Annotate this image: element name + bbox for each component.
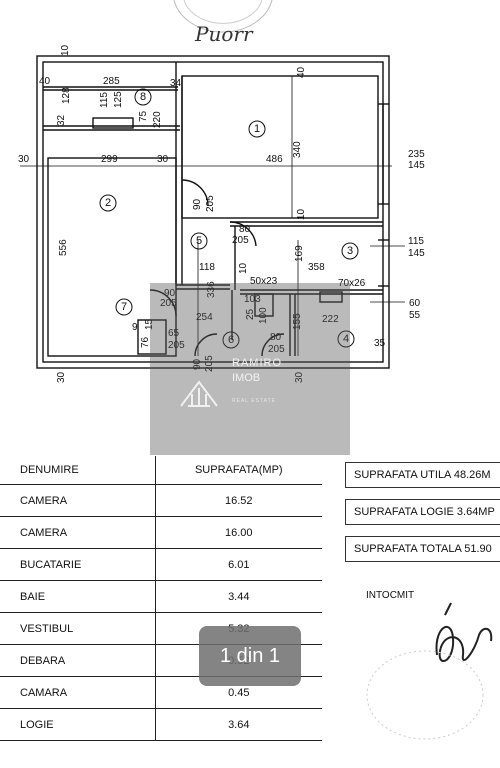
watermark-brand: RAMIRO <box>232 357 282 369</box>
dim-label: 103 <box>244 294 261 305</box>
dim-label: 40 <box>296 66 307 78</box>
dim-label: 32 <box>56 114 67 126</box>
dim-label: 155 <box>292 313 303 330</box>
dim-label: 205 <box>232 235 249 246</box>
stamp-top <box>173 0 273 33</box>
dim-label: 10 <box>60 44 71 56</box>
dim-label: 10 <box>238 262 249 274</box>
dim-label: 145 <box>408 248 425 259</box>
room-1-label: 1 <box>254 123 260 135</box>
row-name: VESTIBUL <box>0 612 156 645</box>
dim-label: 222 <box>322 314 339 325</box>
watermark-tag: REAL ESTATE <box>232 398 276 404</box>
room-8-label: 8 <box>140 91 146 103</box>
watermark-overlay <box>150 283 350 455</box>
house-logo-icon <box>180 380 218 407</box>
dim-label: 30 <box>157 154 169 165</box>
table-row: BAIE 3.44 <box>0 580 322 613</box>
room-4-label: 4 <box>343 333 349 345</box>
signature-stamp-graphic <box>366 602 493 740</box>
dim-label: 75 <box>138 110 149 122</box>
header-name: DENUMIRE <box>0 456 156 485</box>
table-row: CAMERA 16.00 <box>0 516 322 549</box>
watermark-sub: IMOB <box>232 372 261 384</box>
dim-label: 34 <box>170 78 182 89</box>
dim-label: 76 <box>140 336 151 348</box>
dim-label: 115 <box>408 236 424 247</box>
dim-label: 90 <box>192 358 203 370</box>
dim-label: 169 <box>294 245 305 262</box>
dim-label: 35 <box>374 338 386 349</box>
dim-label: 254 <box>196 312 213 323</box>
dim-label: 220 <box>152 111 163 128</box>
dim-label: 145 <box>408 160 425 171</box>
dim-label: 25 <box>245 308 256 320</box>
dim-label: 128 <box>61 87 72 104</box>
summary-logie: SUPRAFATA LOGIE 3.64MP <box>345 499 500 525</box>
dim-label: 340 <box>292 141 303 158</box>
summary-totala: SUPRAFATA TOTALA 51.90 <box>345 536 500 562</box>
dim-label: 486 <box>266 154 283 165</box>
dim-label: 10 <box>296 208 307 220</box>
row-value: 3.64 <box>154 708 322 741</box>
dim-label: 30 <box>18 154 30 165</box>
dim-label: 299 <box>101 154 118 165</box>
row-name: CAMERA <box>0 484 156 517</box>
dim-label: 556 <box>58 239 69 256</box>
row-value: 6.01 <box>154 548 322 581</box>
row-value: 16.52 <box>154 484 322 517</box>
dim-label: 55 <box>409 310 421 321</box>
row-name: BUCATARIE <box>0 548 156 581</box>
dim-label: 285 <box>103 76 120 87</box>
dim-label: 336 <box>206 281 217 298</box>
dim-label: 205 <box>168 340 185 351</box>
header-value: SUPRAFATA(MP) <box>154 456 322 485</box>
dim-label: 90 <box>164 288 176 299</box>
dim-label: 9 <box>132 322 138 333</box>
room-7-label: 7 <box>121 301 127 313</box>
area-table: DENUMIRE SUPRAFATA(MP) CAMERA 16.52 CAME… <box>0 456 322 741</box>
dim-label: 205 <box>205 195 216 212</box>
dim-label: 60 <box>409 298 421 309</box>
intocmit-label: INTOCMIT <box>366 590 415 601</box>
dim-label: 100 <box>258 307 269 324</box>
dim-label: 235 <box>408 149 425 160</box>
dim-label: 30 <box>56 371 67 383</box>
row-name: DEBARA <box>0 644 156 677</box>
row-name: BAIE <box>0 580 156 613</box>
dim-label: 80 <box>239 224 251 235</box>
dim-label: 40 <box>39 76 51 87</box>
row-name: LOGIE <box>0 708 156 741</box>
row-name: CAMERA <box>0 516 156 549</box>
dim-label: 125 <box>113 91 124 108</box>
table-row: CAMERA 16.52 <box>0 484 322 517</box>
dim-label: 80 <box>270 332 282 343</box>
table-header-row: DENUMIRE SUPRAFATA(MP) <box>0 456 322 485</box>
floor-plan: 1 2 3 4 5 6 7 8 40 285 34 10 40 128 115 … <box>18 44 425 383</box>
dim-label: 65 <box>168 328 180 339</box>
dim-label: 50x23 <box>250 276 278 287</box>
room-2-label: 2 <box>105 197 111 209</box>
dim-label: 205 <box>204 355 215 372</box>
room-5-label: 5 <box>196 235 202 247</box>
row-value: 16.00 <box>154 516 322 549</box>
dim-label: 15 <box>144 318 155 330</box>
dim-label: 30 <box>294 371 305 383</box>
dim-label: 90 <box>192 198 203 210</box>
dim-label: 205 <box>160 298 177 309</box>
summary-utila: SUPRAFATA UTILA 48.26M <box>345 462 500 488</box>
row-name: CAMARA <box>0 676 156 709</box>
dim-label: 115 <box>99 92 110 108</box>
top-signature: Puorr <box>195 22 253 46</box>
table-row: BUCATARIE 6.01 <box>0 548 322 581</box>
row-value: 3.44 <box>154 580 322 613</box>
room-6-label: 6 <box>228 334 234 346</box>
dim-label: 358 <box>308 262 325 273</box>
table-row: LOGIE 3.64 <box>0 708 322 741</box>
room-3-label: 3 <box>347 245 353 257</box>
page-indicator: 1 din 1 <box>199 626 301 686</box>
dim-label: 118 <box>199 262 215 273</box>
dim-label: 205 <box>268 344 285 355</box>
dim-label: 70x26 <box>338 278 366 289</box>
